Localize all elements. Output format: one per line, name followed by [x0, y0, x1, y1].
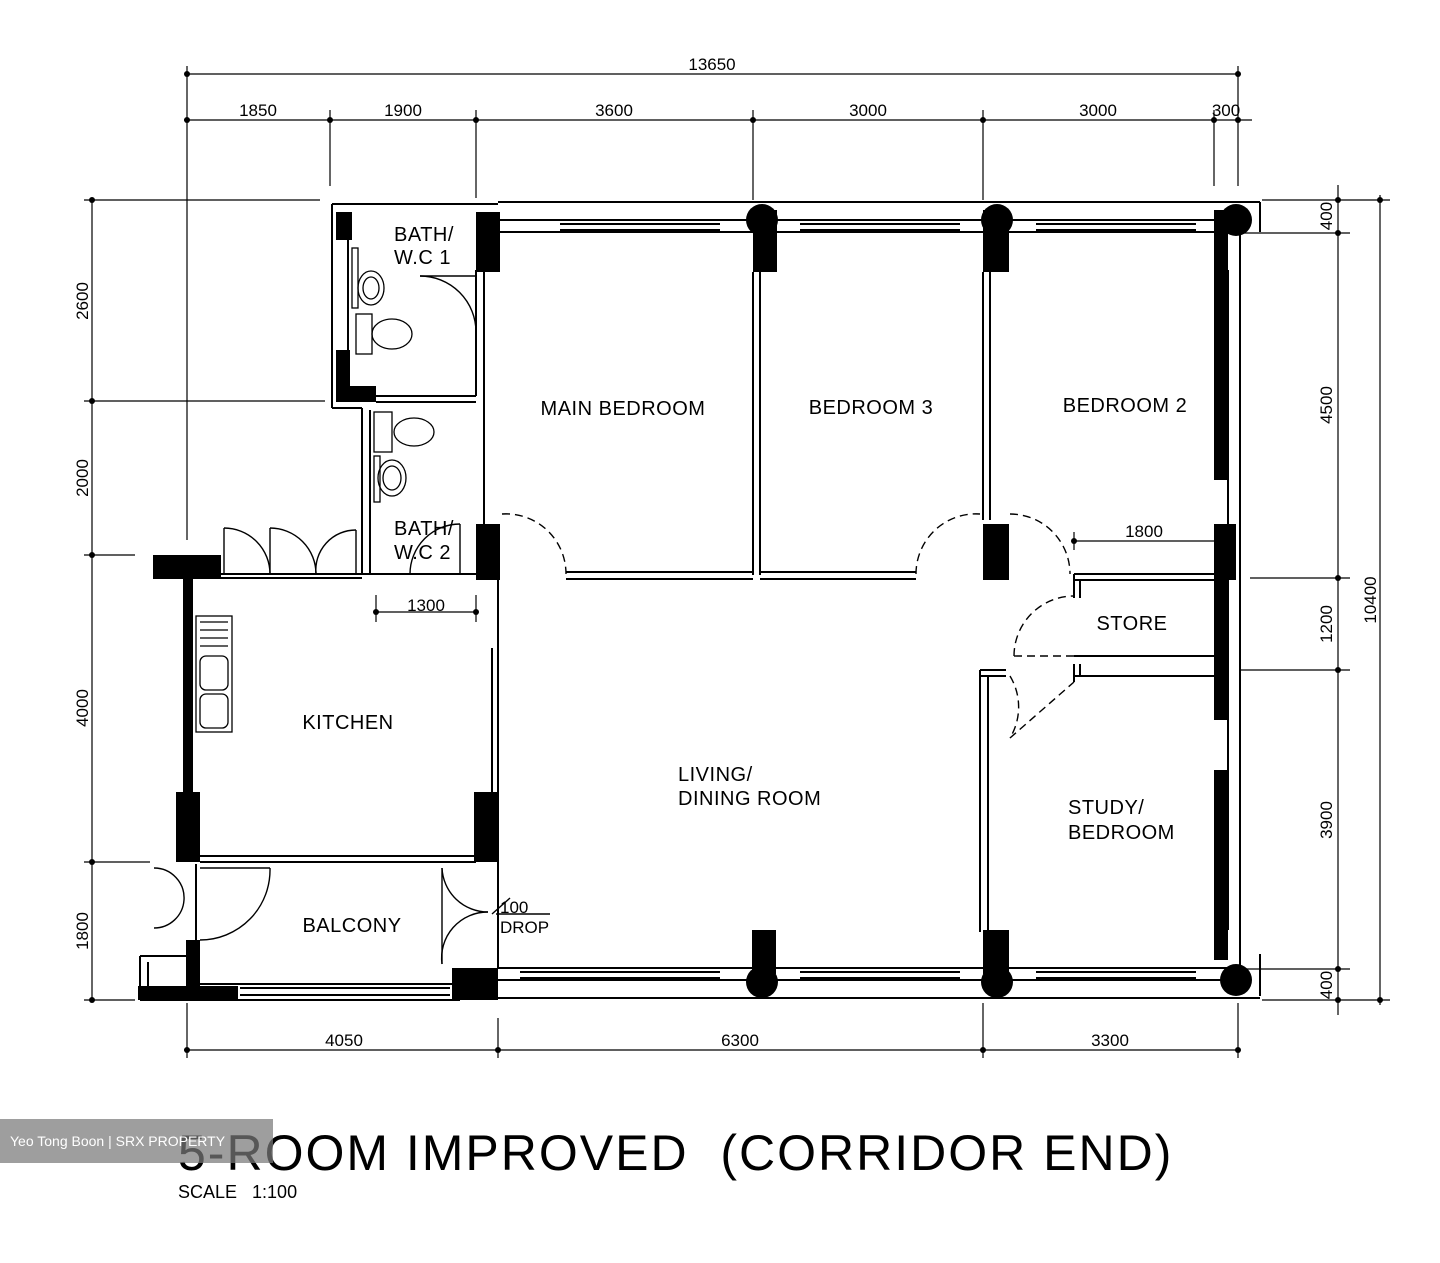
- dim-right-2: 4500: [1317, 386, 1336, 424]
- drop-note-line1: 100: [500, 898, 528, 917]
- dim-left-2: 2000: [73, 459, 92, 497]
- columns: [138, 204, 1252, 1000]
- dim-overall-top: 13650: [688, 55, 735, 74]
- room-bath2-line1: BATH/: [394, 518, 454, 540]
- dim-bottom-1: 4050: [325, 1031, 363, 1050]
- dim-inner-1800: 1800: [1125, 522, 1163, 541]
- room-living-line1: LIVING/: [678, 764, 753, 786]
- fixtures: [195, 247, 435, 733]
- watermark: Yeo Tong Boon | SRX PROPERTY: [0, 1119, 273, 1163]
- dim-left-3: 4000: [73, 689, 92, 727]
- walls: [139, 201, 1261, 1001]
- room-balcony: BALCONY: [302, 915, 401, 937]
- room-main-bedroom: MAIN BEDROOM: [541, 398, 706, 420]
- dim-top-2: 1900: [384, 101, 422, 120]
- room-bath1-line1: BATH/: [394, 224, 454, 246]
- dim-right-4: 3900: [1317, 801, 1336, 839]
- plan-title: 5-ROOM IMPROVED (CORRIDOR END): [178, 1125, 1173, 1181]
- room-store: STORE: [1096, 613, 1167, 635]
- room-bath1-line2: W.C 1: [394, 247, 451, 269]
- dim-left-1: 2600: [73, 282, 92, 320]
- dimension-ticks: [89, 71, 1383, 1053]
- room-study-line1: STUDY/: [1068, 797, 1144, 819]
- dim-top-4: 3000: [849, 101, 887, 120]
- dim-top-5: 3000: [1079, 101, 1117, 120]
- dim-right-overall: 10400: [1361, 576, 1380, 623]
- dim-top-1: 1850: [239, 101, 277, 120]
- drop-note-line2: DROP: [500, 918, 549, 937]
- doors: [153, 275, 1075, 965]
- room-labels: BATH/ W.C 1 BATH/ W.C 2 MAIN BEDROOM BED…: [302, 224, 1188, 937]
- dim-right-3: 1200: [1317, 605, 1336, 643]
- plan-scale: SCALE 1:100: [178, 1182, 297, 1202]
- dim-right-5: 400: [1317, 971, 1336, 999]
- dim-left-4: 1800: [73, 912, 92, 950]
- dim-bottom-2: 6300: [721, 1031, 759, 1050]
- dim-right-1: 400: [1317, 202, 1336, 230]
- room-kitchen: KITCHEN: [302, 712, 393, 734]
- dim-inner-1300: 1300: [407, 596, 445, 615]
- room-bath2-line2: W.C 2: [394, 542, 451, 564]
- watermark-text: Yeo Tong Boon | SRX PROPERTY: [10, 1133, 226, 1149]
- dim-top-6: 300: [1212, 101, 1240, 120]
- room-study-line2: BEDROOM: [1068, 822, 1175, 844]
- dimension-lines: [84, 66, 1390, 1058]
- room-bedroom-2: BEDROOM 2: [1063, 395, 1188, 417]
- room-bedroom-3: BEDROOM 3: [809, 397, 934, 419]
- dim-top-3: 3600: [595, 101, 633, 120]
- room-living-line2: DINING ROOM: [678, 788, 821, 810]
- dim-bottom-3: 3300: [1091, 1031, 1129, 1050]
- dimension-labels: 13650 1850 1900 3600 3000 3000 300 2600 …: [73, 55, 1380, 1050]
